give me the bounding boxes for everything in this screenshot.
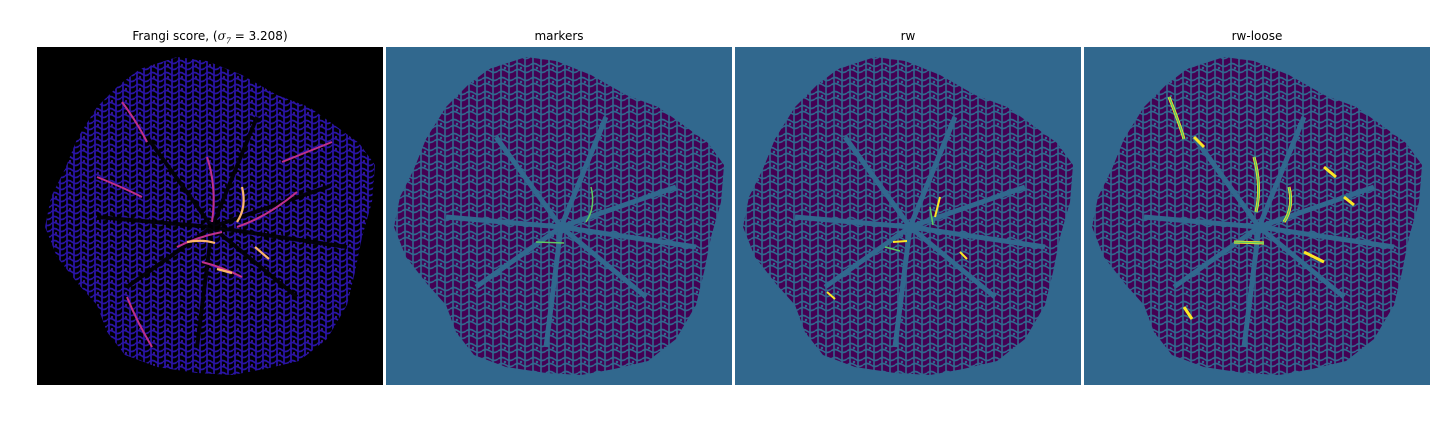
panel-title-rw: rw bbox=[900, 29, 916, 43]
rw-panel bbox=[735, 47, 1081, 385]
panel-title-rw-loose: rw-loose bbox=[1231, 29, 1283, 43]
panel-title-markers: markers bbox=[534, 29, 584, 43]
rw-loose-panel bbox=[1084, 47, 1430, 385]
frangi-score-panel bbox=[37, 47, 383, 385]
markers-image bbox=[386, 47, 732, 385]
panel-title-frangi: Frangi score, (σ7 = 3.208) bbox=[132, 29, 288, 46]
frangi-score-image bbox=[37, 47, 383, 385]
markers-panel bbox=[386, 47, 732, 385]
rw-image bbox=[735, 47, 1081, 385]
rw-loose-image bbox=[1084, 47, 1430, 385]
sigma-symbol: σ bbox=[217, 29, 226, 43]
